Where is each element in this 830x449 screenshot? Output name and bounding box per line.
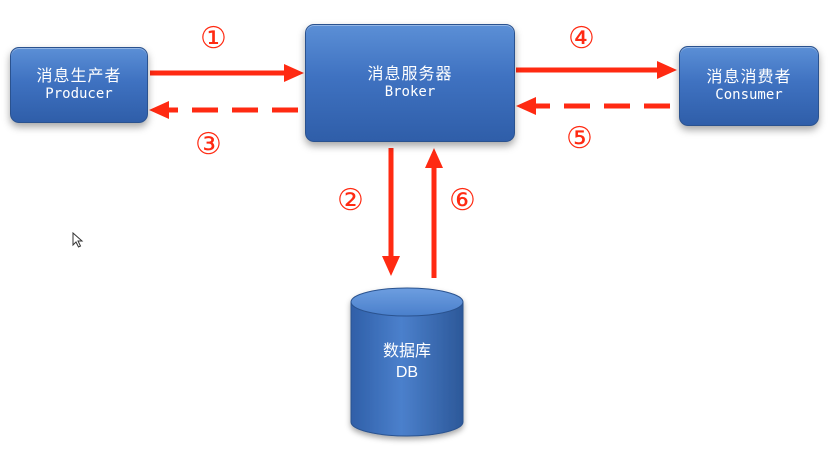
step-number-4: ④ [568, 21, 595, 56]
database-label: 数据库 DB [352, 340, 462, 383]
broker-label-en: Broker [384, 84, 436, 101]
step-number-6: ⑥ [449, 183, 476, 218]
arrow-step-4 [516, 61, 677, 79]
step-number-2: ② [337, 183, 364, 218]
database-cylinder [350, 287, 464, 437]
arrow-step-3 [149, 101, 298, 119]
mouse-pointer-icon [72, 232, 84, 248]
database-label-zh: 数据库 [382, 341, 431, 360]
step-number-3: ③ [195, 127, 222, 162]
consumer-node: 消息消费者 Consumer [679, 46, 819, 126]
broker-label-zh: 消息服务器 [367, 64, 453, 84]
step-number-1: ① [200, 21, 227, 56]
arrow-step-5 [516, 97, 670, 115]
consumer-label-en: Consumer [715, 87, 783, 104]
broker-node: 消息服务器 Broker [305, 24, 515, 142]
producer-label-zh: 消息生产者 [36, 66, 122, 86]
producer-label-en: Producer [45, 86, 113, 103]
arrow-step-1 [150, 64, 304, 82]
arrow-step-6 [425, 148, 443, 278]
consumer-label-zh: 消息消费者 [706, 67, 792, 87]
producer-node: 消息生产者 Producer [10, 47, 148, 123]
database-label-en: DB [395, 363, 419, 381]
arrow-step-2 [382, 148, 400, 276]
step-number-5: ⑤ [566, 121, 593, 156]
